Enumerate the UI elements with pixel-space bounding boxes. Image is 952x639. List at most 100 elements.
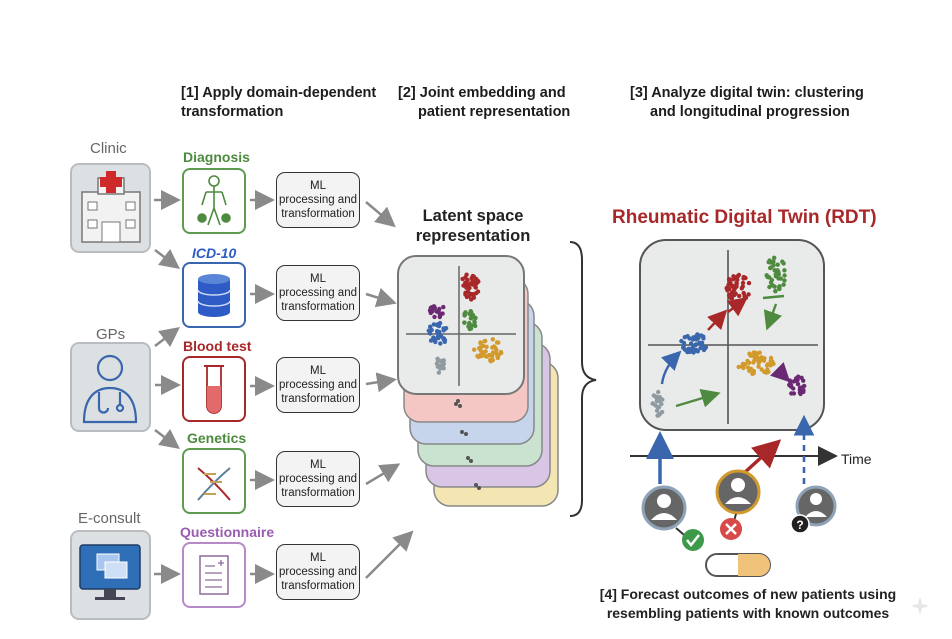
- cross-icon: [720, 518, 742, 540]
- latent-point-orange: [494, 340, 500, 345]
- rdt-point-green: [772, 268, 777, 273]
- latent-top-panel: [397, 255, 525, 395]
- latent-point-orange: [488, 359, 493, 364]
- computer-screens-icon: [79, 544, 141, 600]
- rdt-point-red: [737, 293, 742, 299]
- rdt-point-green: [781, 282, 786, 287]
- latent-point-blue: [433, 339, 438, 345]
- rdt-point-red: [746, 280, 752, 286]
- rdt-point-green: [765, 274, 770, 279]
- rdt-point-red: [727, 281, 733, 286]
- rdt-point-blue: [687, 336, 692, 341]
- latent-point-blue: [435, 330, 440, 336]
- latent-point-orange: [475, 353, 480, 359]
- rdt-point-blue: [691, 350, 696, 355]
- database-icon: [197, 274, 231, 317]
- rdt-point-green: [777, 286, 782, 292]
- latent-point-gray: [437, 363, 443, 368]
- rdt-point-blue: [701, 336, 706, 341]
- patient-avatar-known-2: [715, 469, 761, 515]
- rdt-point-orange: [757, 350, 762, 355]
- document-icon: [199, 555, 229, 595]
- rdt-point-red: [728, 295, 733, 300]
- clinic-label: Clinic: [90, 140, 127, 157]
- question-mark-icon: ?: [790, 514, 810, 534]
- source-to-domain-arrows: [154, 190, 181, 584]
- latent-point-green: [468, 309, 473, 314]
- rdt-point-purple: [795, 377, 800, 383]
- latent-point-green: [472, 320, 477, 325]
- rdt-point-gray: [656, 413, 661, 418]
- latent-point-orange: [483, 349, 488, 354]
- rdt-point-purple: [801, 378, 806, 383]
- rdt-point-blue: [694, 337, 699, 342]
- rdt-point-orange: [771, 361, 776, 366]
- latent-point-green: [462, 312, 467, 318]
- latent-point-orange: [477, 346, 482, 351]
- rdt-point-blue: [701, 347, 707, 353]
- hospital-icon: [81, 171, 141, 243]
- rdt-point-orange: [768, 355, 774, 361]
- rdt-point-green: [782, 273, 787, 278]
- rdt-point-purple: [788, 382, 794, 388]
- rdt-point-green: [772, 255, 777, 260]
- rdt-point-gray: [653, 403, 658, 408]
- latent-point-orange: [478, 352, 484, 357]
- latent-point-orange: [493, 346, 498, 351]
- rdt-point-blue: [697, 333, 702, 338]
- rdt-point-orange: [756, 364, 761, 369]
- latent-point-blue: [441, 337, 446, 342]
- rdt-point-red: [746, 292, 751, 297]
- latent-point-green: [467, 326, 472, 332]
- rdt-point-blue: [698, 345, 703, 351]
- latent-point-green: [473, 323, 478, 329]
- test-tube-icon: [204, 365, 224, 414]
- rdt-point-purple: [789, 391, 794, 396]
- rdt-point-orange: [748, 353, 753, 358]
- rdt-point-green: [776, 270, 781, 275]
- latent-point-orange: [496, 352, 501, 357]
- rdt-point-blue: [688, 341, 694, 346]
- latent-point-purple: [441, 304, 446, 310]
- latent-point-red: [473, 285, 478, 290]
- rdt-point-orange: [761, 358, 767, 363]
- rdt-point-green: [780, 259, 785, 264]
- rdt-point-green: [771, 260, 776, 265]
- rdt-point-purple: [795, 381, 801, 387]
- rdt-point-orange: [756, 360, 761, 366]
- rdt-point-red: [739, 286, 744, 291]
- rdt-point-red: [731, 277, 736, 282]
- latent-point-orange: [484, 344, 489, 349]
- rdt-point-gray: [654, 394, 660, 400]
- rdt-point-blue: [679, 338, 684, 344]
- rdt-point-blue: [682, 335, 687, 340]
- latent-point-red: [474, 281, 479, 286]
- rdt-point-gray: [654, 398, 660, 404]
- rdt-title: Rheumatic Digital Twin (RDT): [612, 207, 877, 228]
- rdt-point-red: [741, 290, 746, 296]
- rdt-point-blue: [692, 343, 698, 348]
- latent-point-red: [470, 292, 475, 297]
- latent-point-gray: [436, 370, 442, 375]
- icd10-label: ICD-10: [192, 245, 237, 261]
- rdt-point-gray: [656, 405, 662, 410]
- patient-avatar-new: [795, 485, 837, 527]
- brace: [569, 241, 597, 517]
- rdt-point-gray: [659, 401, 664, 407]
- latent-point-gray: [435, 358, 441, 363]
- latent-point-red: [470, 273, 475, 279]
- latent-point-purple: [437, 306, 442, 312]
- time-axis-label: Time: [841, 451, 872, 467]
- rdt-point-orange: [740, 363, 746, 368]
- check-icon: [682, 529, 704, 551]
- rdt-point-orange: [754, 353, 759, 358]
- latent-point-red: [466, 294, 471, 299]
- rdt-point-red: [733, 291, 738, 296]
- latent-point-red: [471, 279, 476, 284]
